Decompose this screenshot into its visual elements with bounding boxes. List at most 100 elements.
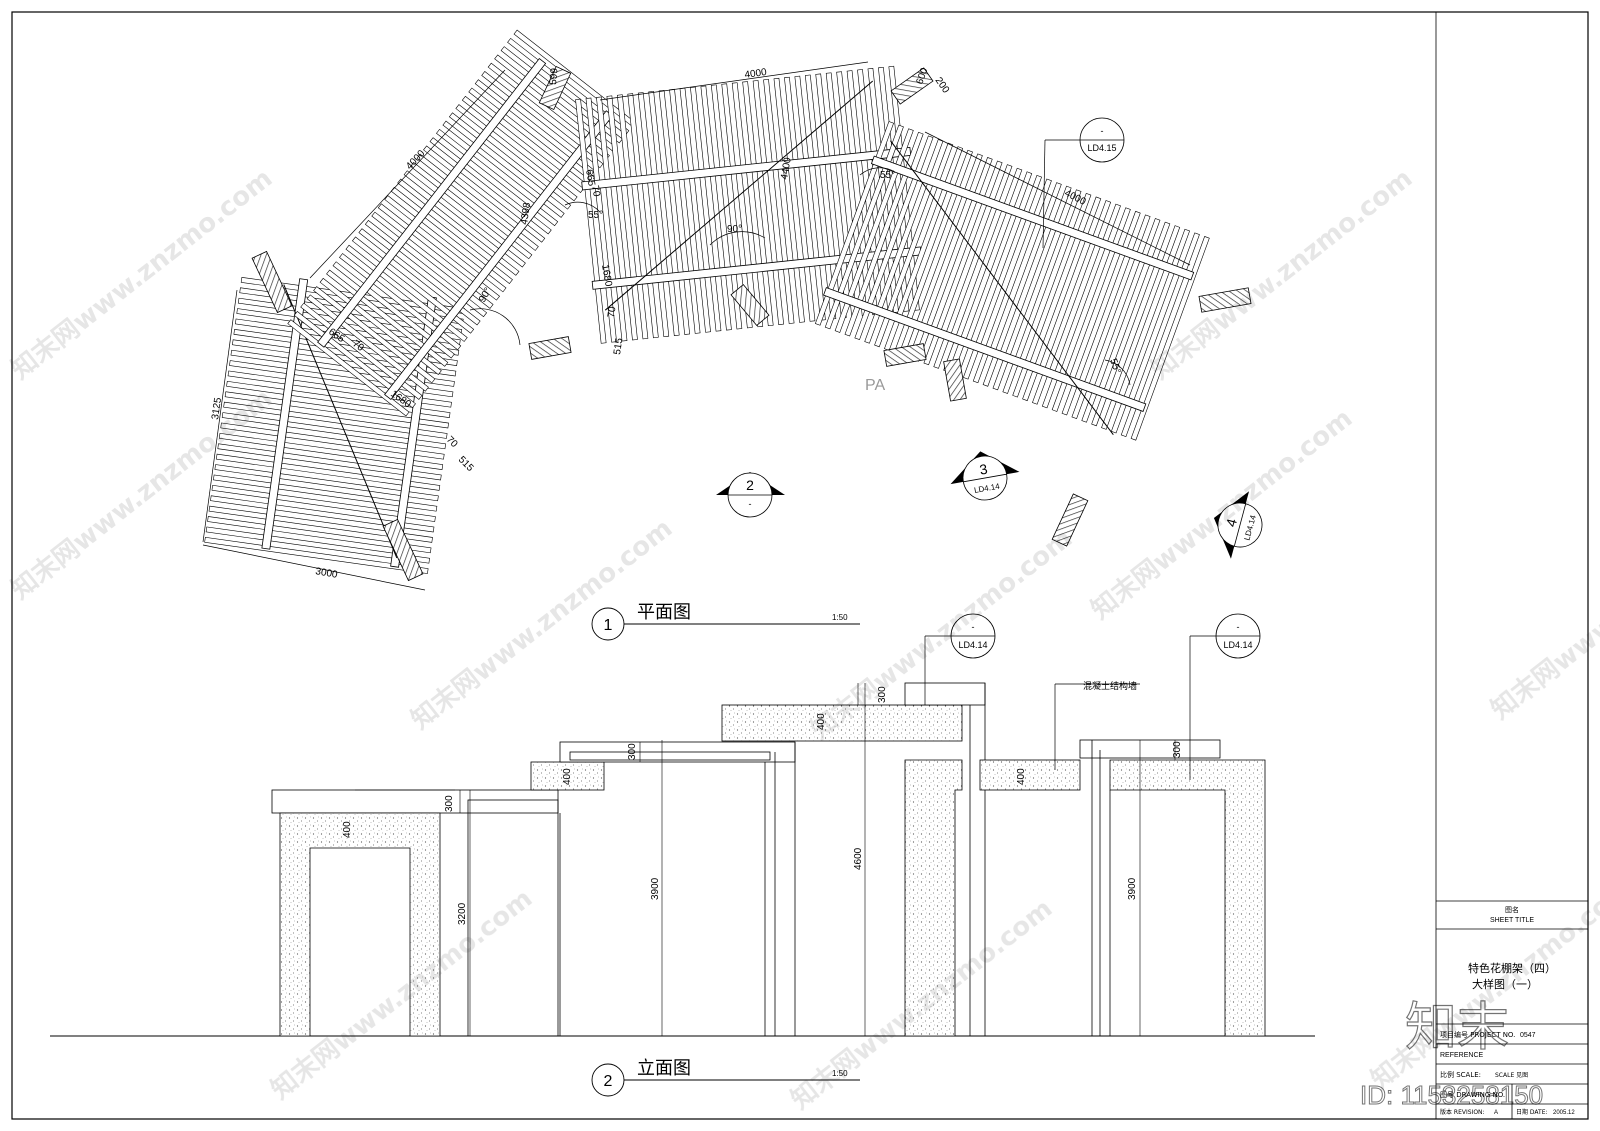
slat — [1012, 192, 1092, 398]
dim-3125: 3125 — [210, 396, 224, 420]
watermark-text: 知末网www.znzmo.com — [1086, 403, 1358, 625]
pa-label: PA — [865, 377, 885, 394]
dim-4600: 4600 — [853, 847, 864, 870]
dim-4398: 4398 — [519, 201, 533, 225]
slat — [213, 474, 438, 512]
slat — [1110, 228, 1190, 434]
note-concrete-wall: 混凝土结构墙 — [1083, 680, 1137, 692]
date-value: 2005.12 — [1553, 1110, 1575, 1116]
slat — [1061, 210, 1141, 416]
elev-callout-2-dash: - — [1237, 622, 1240, 632]
sheet-title-cn: 图名 — [1505, 905, 1519, 914]
dim-599: 599 — [548, 67, 560, 85]
section-marker-4: 4 LD4.14 — [1213, 491, 1263, 559]
angle-55-a: 55° — [588, 210, 603, 221]
elevation-callout-2: - LD4.14 — [1189, 613, 1261, 780]
frame-3 — [721, 682, 986, 1037]
pergola-slats-middle-left — [287, 29, 636, 417]
slat — [210, 495, 435, 533]
frame-1 — [271, 789, 561, 1037]
dim-300-a: 300 — [444, 795, 455, 812]
slat — [1041, 203, 1121, 409]
elevation-number: 2 — [604, 1073, 613, 1090]
section-2-number: 2 — [746, 477, 754, 493]
project-label: 项目编号 PROJECT NO. — [1440, 1030, 1515, 1039]
slat — [207, 516, 432, 554]
drawing-no-label: 图号 DRAWING NO. — [1440, 1091, 1505, 1099]
dim-4000-b: 4000 — [744, 67, 768, 81]
elevation-title-block: 2 立面图 1:50 — [591, 1058, 860, 1097]
slat — [933, 164, 1013, 369]
plan-title-block: 1 平面图 1:50 — [591, 602, 860, 641]
revision-label: 版本 REVISION: — [1440, 1108, 1485, 1116]
plan-number: 1 — [604, 617, 613, 634]
scale-value: SCALE 见图 — [1495, 1072, 1528, 1079]
dim-70-a: 70 — [589, 185, 602, 198]
dim-300-c: 300 — [877, 686, 888, 703]
dim-3000: 3000 — [314, 566, 338, 581]
watermark-text: 知末网www.znzmo.com — [1486, 503, 1600, 725]
watermark-id: ID: 1153258150 — [1360, 1080, 1543, 1110]
section-3-number: 3 — [978, 461, 989, 478]
slat — [982, 182, 1062, 387]
slat — [844, 131, 924, 337]
callout-sheet: LD4.15 — [1087, 143, 1116, 153]
callout-dash: - — [1101, 126, 1104, 136]
date-label: 日期 DATE: — [1516, 1108, 1548, 1116]
dim-400-b: 400 — [562, 768, 573, 785]
slat — [1081, 218, 1161, 423]
slat — [205, 526, 430, 564]
watermark-brand: 知末 ID: 1153258150 — [1360, 997, 1544, 1110]
angle-55-c: 55° — [1107, 357, 1123, 375]
slat — [1130, 236, 1210, 441]
dim-3900-b: 3900 — [1127, 877, 1138, 900]
watermark-text: 知末网www.znzmo.com — [6, 383, 278, 605]
elev-callout-1-dash: - — [972, 622, 975, 632]
slat — [854, 135, 934, 341]
revision-value: A — [1494, 1110, 1498, 1116]
watermark-text: 知末网www.znzmo.com — [1366, 873, 1600, 1095]
dim-1680-a: 1680 — [599, 264, 614, 288]
pergola-slats-right — [814, 121, 1210, 441]
slat — [221, 412, 447, 450]
frame-4 — [979, 739, 1266, 1037]
pergola-beams-right — [823, 140, 1195, 435]
plan-dimension-lines — [202, 61, 1191, 591]
elevation-dimension-texts: 300 300 300 300 400 400 400 400 3200 390… — [342, 686, 1183, 925]
slat — [214, 464, 439, 502]
elevation-view — [50, 682, 1315, 1037]
dim-70-c: 70 — [606, 305, 619, 318]
slat — [834, 128, 914, 333]
slat — [227, 370, 452, 408]
dim-400-d: 400 — [1016, 768, 1027, 785]
slat — [226, 381, 451, 418]
slat — [223, 401, 448, 439]
drawing-name-line1: 特色花棚架（四） — [1468, 961, 1556, 975]
dim-3900-a: 3900 — [650, 877, 661, 900]
dim-515-b: 515 — [456, 454, 476, 474]
dim-400-a: 400 — [342, 821, 353, 838]
dim-665-a: 665 — [583, 169, 597, 188]
slat — [864, 139, 944, 344]
watermark-logo: 知末 — [1405, 998, 1509, 1058]
elev-callout-1-sheet: LD4.14 — [958, 640, 987, 650]
slat — [972, 178, 1052, 384]
slat — [204, 536, 429, 574]
slat — [220, 422, 445, 460]
slat — [211, 484, 436, 522]
slat — [962, 175, 1042, 380]
slat — [208, 505, 433, 543]
title-block — [1435, 12, 1588, 1119]
dim-400-c: 400 — [816, 713, 827, 730]
plan-callout-ld4-15: - LD4.15 — [1079, 117, 1125, 163]
scale-label: 比例 SCALE: — [1440, 1070, 1481, 1079]
slat — [884, 146, 964, 351]
slat — [824, 124, 904, 330]
sheet-border — [11, 11, 1589, 1120]
frame-2 — [530, 741, 796, 1036]
slat — [1022, 196, 1102, 402]
dim-4400: 4400 — [779, 156, 794, 180]
elevation-dimension-lines — [355, 683, 1176, 1036]
project-value: 0547 — [1520, 1032, 1536, 1039]
